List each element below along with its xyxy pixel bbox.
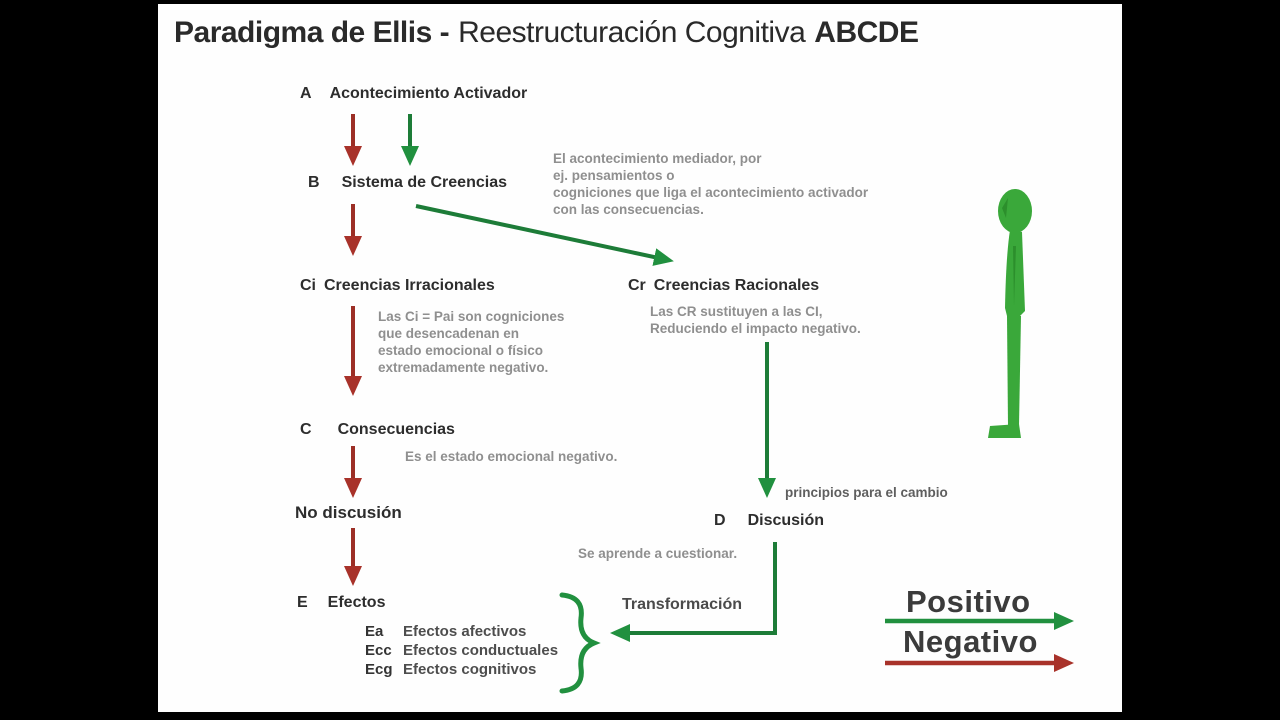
node-e: E Efectos <box>297 594 385 612</box>
effect-row-conductuales: Ecc Efectos conductuales <box>365 641 558 660</box>
title-subject: Reestructuración Cognitiva <box>458 16 806 49</box>
legend-negative-label: Negativo <box>903 624 1038 659</box>
node-c-note: Es el estado emocional negativo. <box>405 449 618 464</box>
node-ci-letter: Ci <box>300 277 316 294</box>
node-no-discusion: No discusión <box>295 503 402 522</box>
node-d-letter: D <box>714 512 726 529</box>
node-cr: Cr Creencias Racionales <box>628 277 819 295</box>
node-b-note: El acontecimiento mediador, por ej. pens… <box>553 151 869 217</box>
principios-label: principios para el cambio <box>785 485 948 500</box>
legend-positive-label: Positivo <box>906 584 1031 619</box>
node-d: D Discusión <box>714 512 824 530</box>
title-author: Paradigma de Ellis - <box>174 16 450 49</box>
node-ci-note: Las Ci = Pai son cogniciones que desenca… <box>378 309 565 375</box>
node-d-label: Discusión <box>747 512 825 529</box>
curly-brace-icon <box>559 592 601 694</box>
page-title: Paradigma de Ellis - Reestructuración Co… <box>174 16 919 50</box>
node-e-letter: E <box>297 594 308 611</box>
standing-figure-icon <box>988 189 1032 438</box>
effect-row-afectivos: Ea Efectos afectivos <box>365 622 558 641</box>
node-ci-label: Creencias Irracionales <box>324 277 495 294</box>
node-cr-label: Creencias Racionales <box>653 277 820 294</box>
node-cr-note: Las CR sustituyen a las CI, Reduciendo e… <box>650 304 861 336</box>
title-acronym: ABCDE <box>814 16 919 49</box>
node-b: B Sistema de Creencias <box>308 174 507 192</box>
node-a-letter: A <box>300 85 312 102</box>
effect-abbr: Ecg <box>365 661 393 678</box>
node-d-note: Se aprende a cuestionar. <box>578 546 738 561</box>
effect-label: Efectos afectivos <box>403 623 527 640</box>
node-c: C Consecuencias <box>300 421 455 439</box>
node-b-label: Sistema de Creencias <box>341 174 507 191</box>
effect-label: Efectos conductuales <box>403 642 559 659</box>
transformacion-label: Transformación <box>622 596 743 613</box>
node-b-letter: B <box>308 174 320 191</box>
node-a: A Acontecimiento Activador <box>300 85 527 103</box>
effect-label: Efectos cognitivos <box>403 661 537 678</box>
effect-abbr: Ea <box>365 623 384 640</box>
effect-row-cognitivos: Ecg Efectos cognitivos <box>365 660 558 679</box>
node-c-letter: C <box>300 421 312 438</box>
node-a-label: Acontecimiento Activador <box>329 85 528 102</box>
diagram-canvas: Paradigma de Ellis - Reestructuración Co… <box>158 4 1122 712</box>
effects-list: Ea Efectos afectivos Ecc Efectos conduct… <box>365 622 558 679</box>
effect-abbr: Ecc <box>365 642 392 659</box>
node-ci: Ci Creencias Irracionales <box>300 277 495 295</box>
node-cr-letter: Cr <box>628 277 646 294</box>
node-e-label: Efectos <box>327 594 386 611</box>
node-c-label: Consecuencias <box>337 421 455 438</box>
